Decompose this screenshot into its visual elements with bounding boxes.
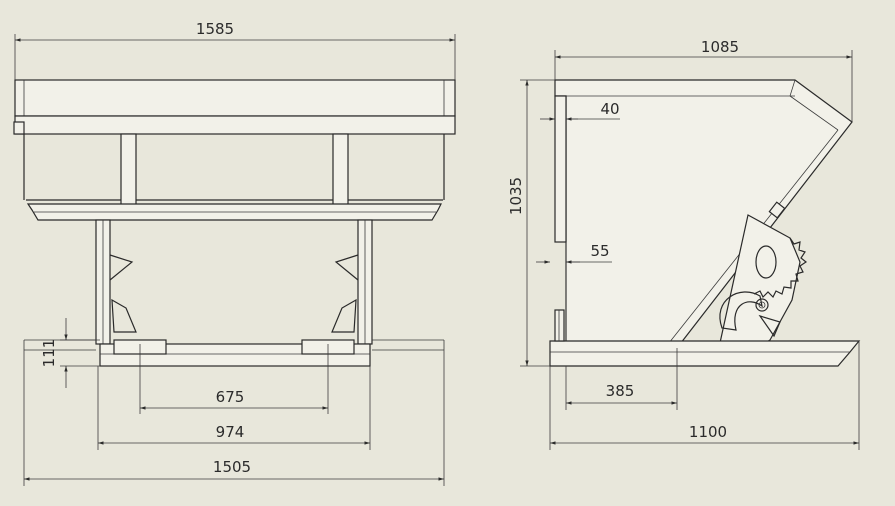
- dim-label-40: 40: [600, 100, 619, 118]
- front-rib-left: [120, 133, 137, 209]
- front-hinge-left: [111, 298, 137, 333]
- front-view: 1585 675 974 1505 111: [13, 20, 456, 486]
- side-view: 1085 1035 40 55 385: [507, 38, 861, 450]
- dim-label-1085: 1085: [701, 38, 739, 56]
- dim-fork-spacing: 675: [139, 344, 329, 414]
- front-top-rim: [14, 79, 456, 117]
- side-hook-latch: [719, 291, 763, 331]
- dim-label-1100: 1100: [689, 423, 727, 441]
- front-hinge-right: [331, 298, 357, 333]
- dim-label-385: 385: [606, 382, 635, 400]
- dim-label-1035: 1035: [507, 177, 525, 215]
- dim-height: 1035: [507, 79, 555, 367]
- side-wall-strip: [554, 95, 567, 243]
- side-oval-slot: [755, 245, 777, 279]
- dim-wall-offset: 40: [540, 100, 620, 121]
- dim-label-675: 675: [216, 388, 245, 406]
- dim-label-55: 55: [590, 242, 609, 260]
- front-rib-right: [332, 133, 349, 209]
- dim-label-974: 974: [216, 423, 245, 441]
- side-pivot-pin: [755, 298, 769, 312]
- dim-base-length: 1100: [549, 341, 860, 450]
- dim-frame-width: 974: [97, 366, 371, 450]
- dim-label-1505: 1505: [213, 458, 251, 476]
- dim-overall-width: 1585: [14, 20, 456, 80]
- dim-outer-width: 1505: [23, 350, 445, 486]
- side-hopper-body: [554, 79, 853, 349]
- dim-top-length: 1085: [554, 38, 853, 122]
- dim-base-gap: 385: [565, 348, 678, 410]
- dim-label-111: 111: [40, 339, 58, 368]
- side-base-platform: [549, 340, 861, 367]
- dim-label-1585: 1585: [196, 20, 234, 38]
- dim-fork-height: 111: [40, 318, 100, 388]
- dim-bottom-offset: 55: [536, 242, 612, 264]
